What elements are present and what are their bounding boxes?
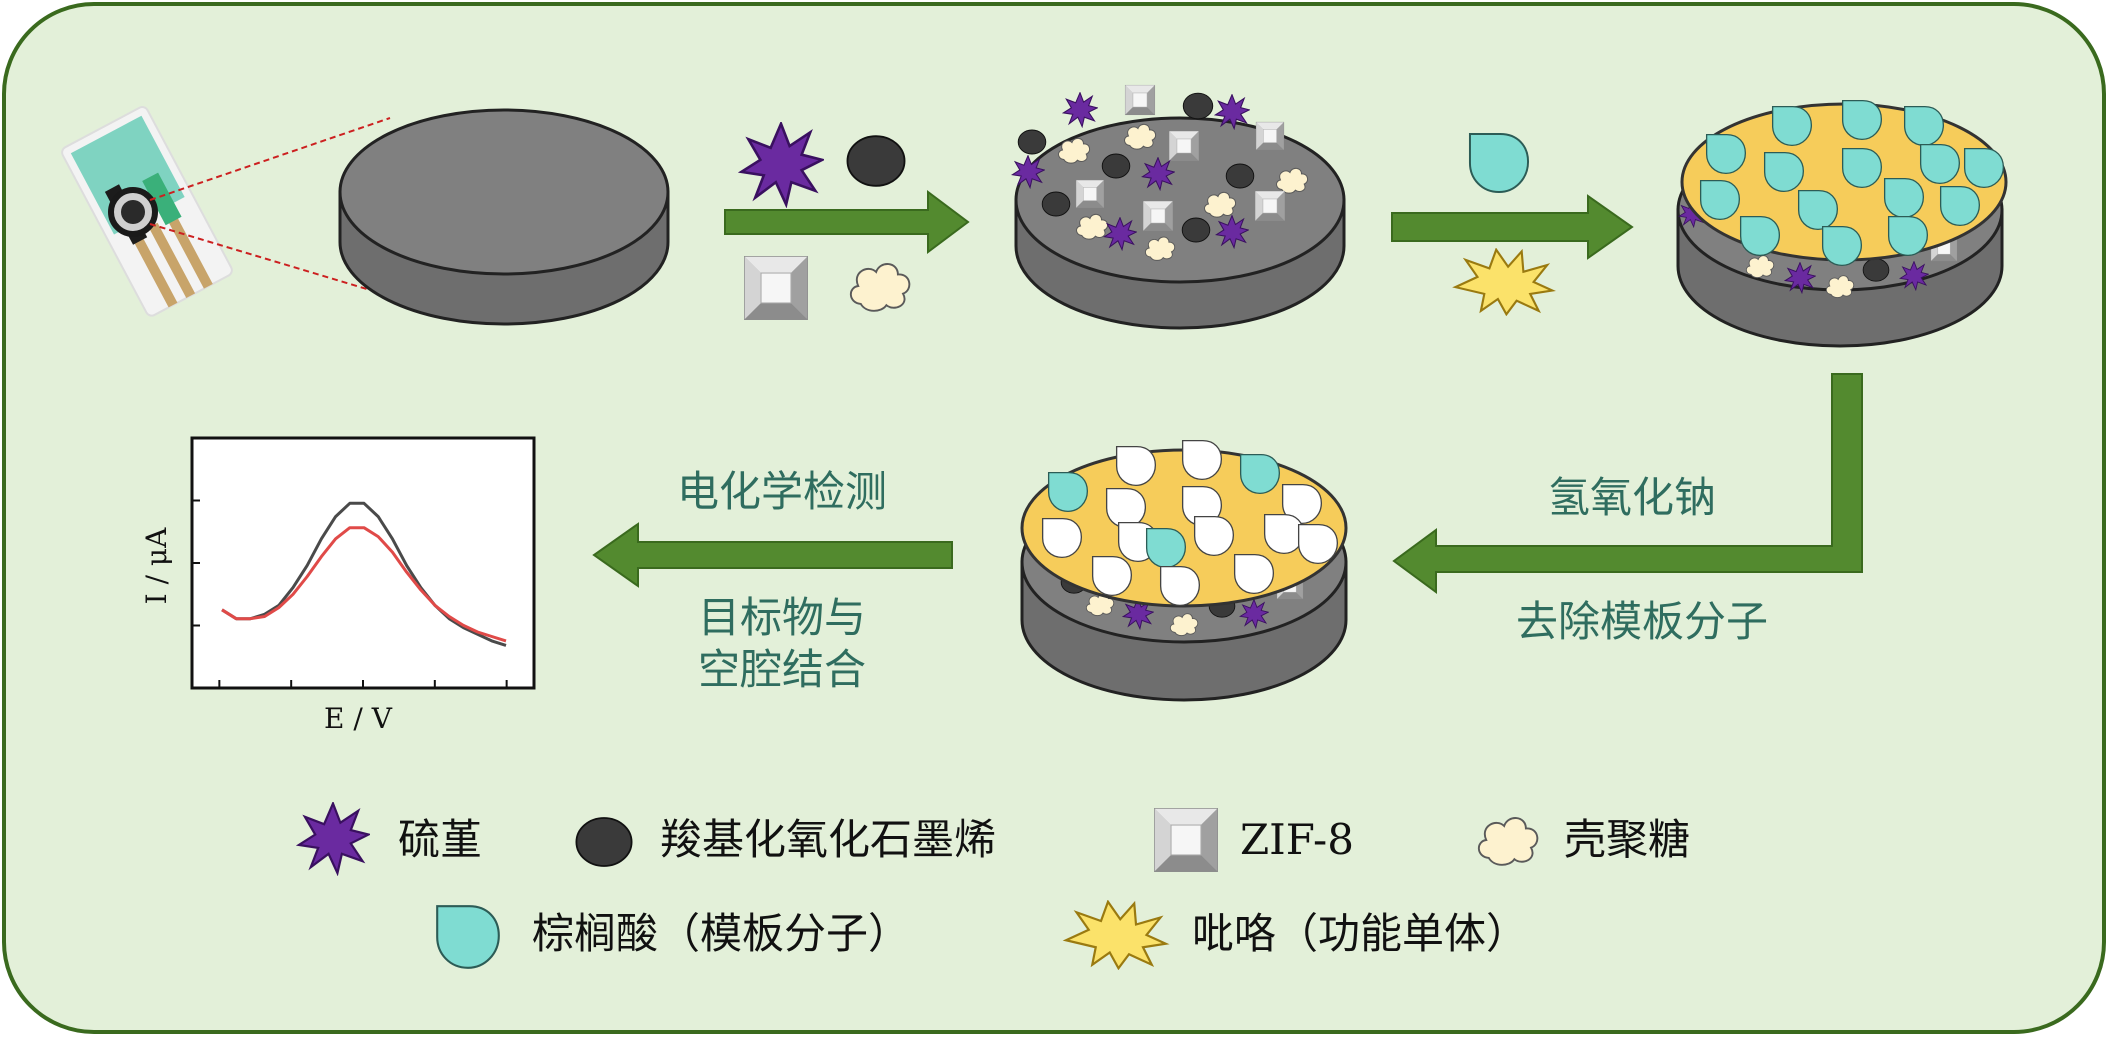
dark-ellipse-icon <box>1041 191 1071 217</box>
droplet-icon <box>1903 105 1945 147</box>
arrow-right-1 <box>724 190 970 254</box>
square-crystal-icon <box>1255 121 1285 151</box>
droplet-icon <box>1739 215 1781 257</box>
cavity-droplet-icon <box>1297 523 1339 565</box>
dark-ellipse-icon <box>1862 258 1890 282</box>
legend-item-template: 棕榈酸（模板分子） <box>436 905 910 969</box>
droplet-icon <box>1963 147 2005 189</box>
droplet-icon <box>1939 185 1981 227</box>
droplet-icon <box>1239 453 1281 495</box>
droplet-icon <box>1919 143 1961 185</box>
bind-label-line1: 目标物与 <box>698 593 866 642</box>
bare-electrode-disc <box>338 108 670 326</box>
legend-item-zif8: ZIF-8 <box>1154 808 1354 872</box>
droplet-icon <box>436 905 500 969</box>
cavity-droplet-icon <box>1091 555 1133 597</box>
droplet-icon <box>1841 99 1883 141</box>
removal-top-label: 氢氧化钠 <box>1548 473 1716 522</box>
legend-item-chitosan: 壳聚糖 <box>1477 815 1690 867</box>
legend-label: ZIF-8 <box>1240 815 1354 864</box>
legend-item-go: 羧基化氧化石墨烯 <box>575 815 996 868</box>
imprinted-film-disc <box>1676 99 2008 348</box>
chart-frame <box>190 436 536 690</box>
legend-item-thiosulfate: 硫堇 <box>297 802 482 875</box>
arrow-left-detect <box>592 522 953 588</box>
chart-xlabel: E / V <box>324 702 393 735</box>
cavity-droplet-icon <box>1181 439 1223 481</box>
cavity-film-disc <box>1020 439 1348 702</box>
square-crystal-icon <box>1075 179 1105 209</box>
legend: 硫堇 羧基化氧化石墨烯 ZIF-8 壳聚糖 棕榈酸（模板分子） 吡咯（功能单体） <box>297 802 1690 970</box>
dark-ellipse-icon <box>1101 153 1131 179</box>
series-line-2 <box>221 526 507 643</box>
cavity-droplet-icon <box>1115 445 1157 487</box>
droplet-icon <box>1883 177 1925 219</box>
droplet-icon <box>1841 147 1883 189</box>
arrow-bent-removal <box>1392 373 1863 594</box>
dark-ellipse-icon <box>846 135 906 187</box>
droplet-icon <box>1771 105 1813 147</box>
zoom-line-top <box>149 117 391 201</box>
droplet-icon <box>1705 133 1747 175</box>
dark-ellipse-icon <box>1017 129 1047 155</box>
cavity-droplet-icon <box>1233 553 1275 595</box>
polymerization-step <box>1391 132 1634 316</box>
square-crystal-icon <box>744 256 808 320</box>
zoom-line-bottom <box>149 223 391 297</box>
cavity-droplet-icon <box>1041 517 1083 559</box>
square-crystal-icon <box>1124 84 1156 116</box>
modification-step <box>724 122 970 320</box>
square-crystal-icon <box>1168 130 1200 162</box>
legend-label: 羧基化氧化石墨烯 <box>660 815 996 864</box>
droplet-icon <box>1887 215 1929 257</box>
cavity-droplet-icon <box>1159 565 1201 607</box>
cavity-droplet-icon <box>1263 513 1305 555</box>
droplet-icon <box>1797 189 1839 231</box>
dark-ellipse-icon <box>575 816 633 868</box>
legend-label: 棕榈酸（模板分子） <box>532 909 910 958</box>
legend-item-pyrrole: 吡咯（功能单体） <box>1064 900 1528 970</box>
square-crystal-icon <box>1254 190 1286 222</box>
chart-ylabel: I / μA <box>140 527 173 604</box>
droplet-icon <box>1699 179 1741 221</box>
series-line-1 <box>221 501 507 647</box>
electrode-strip-icon <box>61 106 233 317</box>
dark-ellipse-icon <box>1181 217 1211 243</box>
removal-bottom-label: 去除模板分子 <box>1516 597 1768 646</box>
square-crystal-icon <box>1154 808 1218 872</box>
dpv-chart: E / V I / μA <box>140 436 536 735</box>
legend-label: 硫堇 <box>398 815 482 864</box>
droplet-icon <box>1047 471 1089 513</box>
cavity-droplet-icon <box>1193 515 1235 557</box>
droplet-icon <box>1145 527 1187 569</box>
dark-ellipse-icon <box>1225 163 1255 189</box>
bind-label-line2: 空腔结合 <box>698 645 866 694</box>
legend-label: 壳聚糖 <box>1564 815 1690 864</box>
cavity-droplet-icon <box>1105 487 1147 529</box>
detect-label: 电化学检测 <box>677 467 887 516</box>
droplet-icon <box>1763 151 1805 193</box>
square-crystal-icon <box>1142 200 1174 232</box>
modified-electrode-disc <box>1011 84 1346 330</box>
dark-ellipse-icon <box>1182 92 1214 120</box>
droplet-icon <box>1468 132 1530 194</box>
legend-label: 吡咯（功能单体） <box>1192 909 1528 958</box>
droplet-icon <box>1821 225 1863 267</box>
arrow-right-2 <box>1391 194 1634 260</box>
